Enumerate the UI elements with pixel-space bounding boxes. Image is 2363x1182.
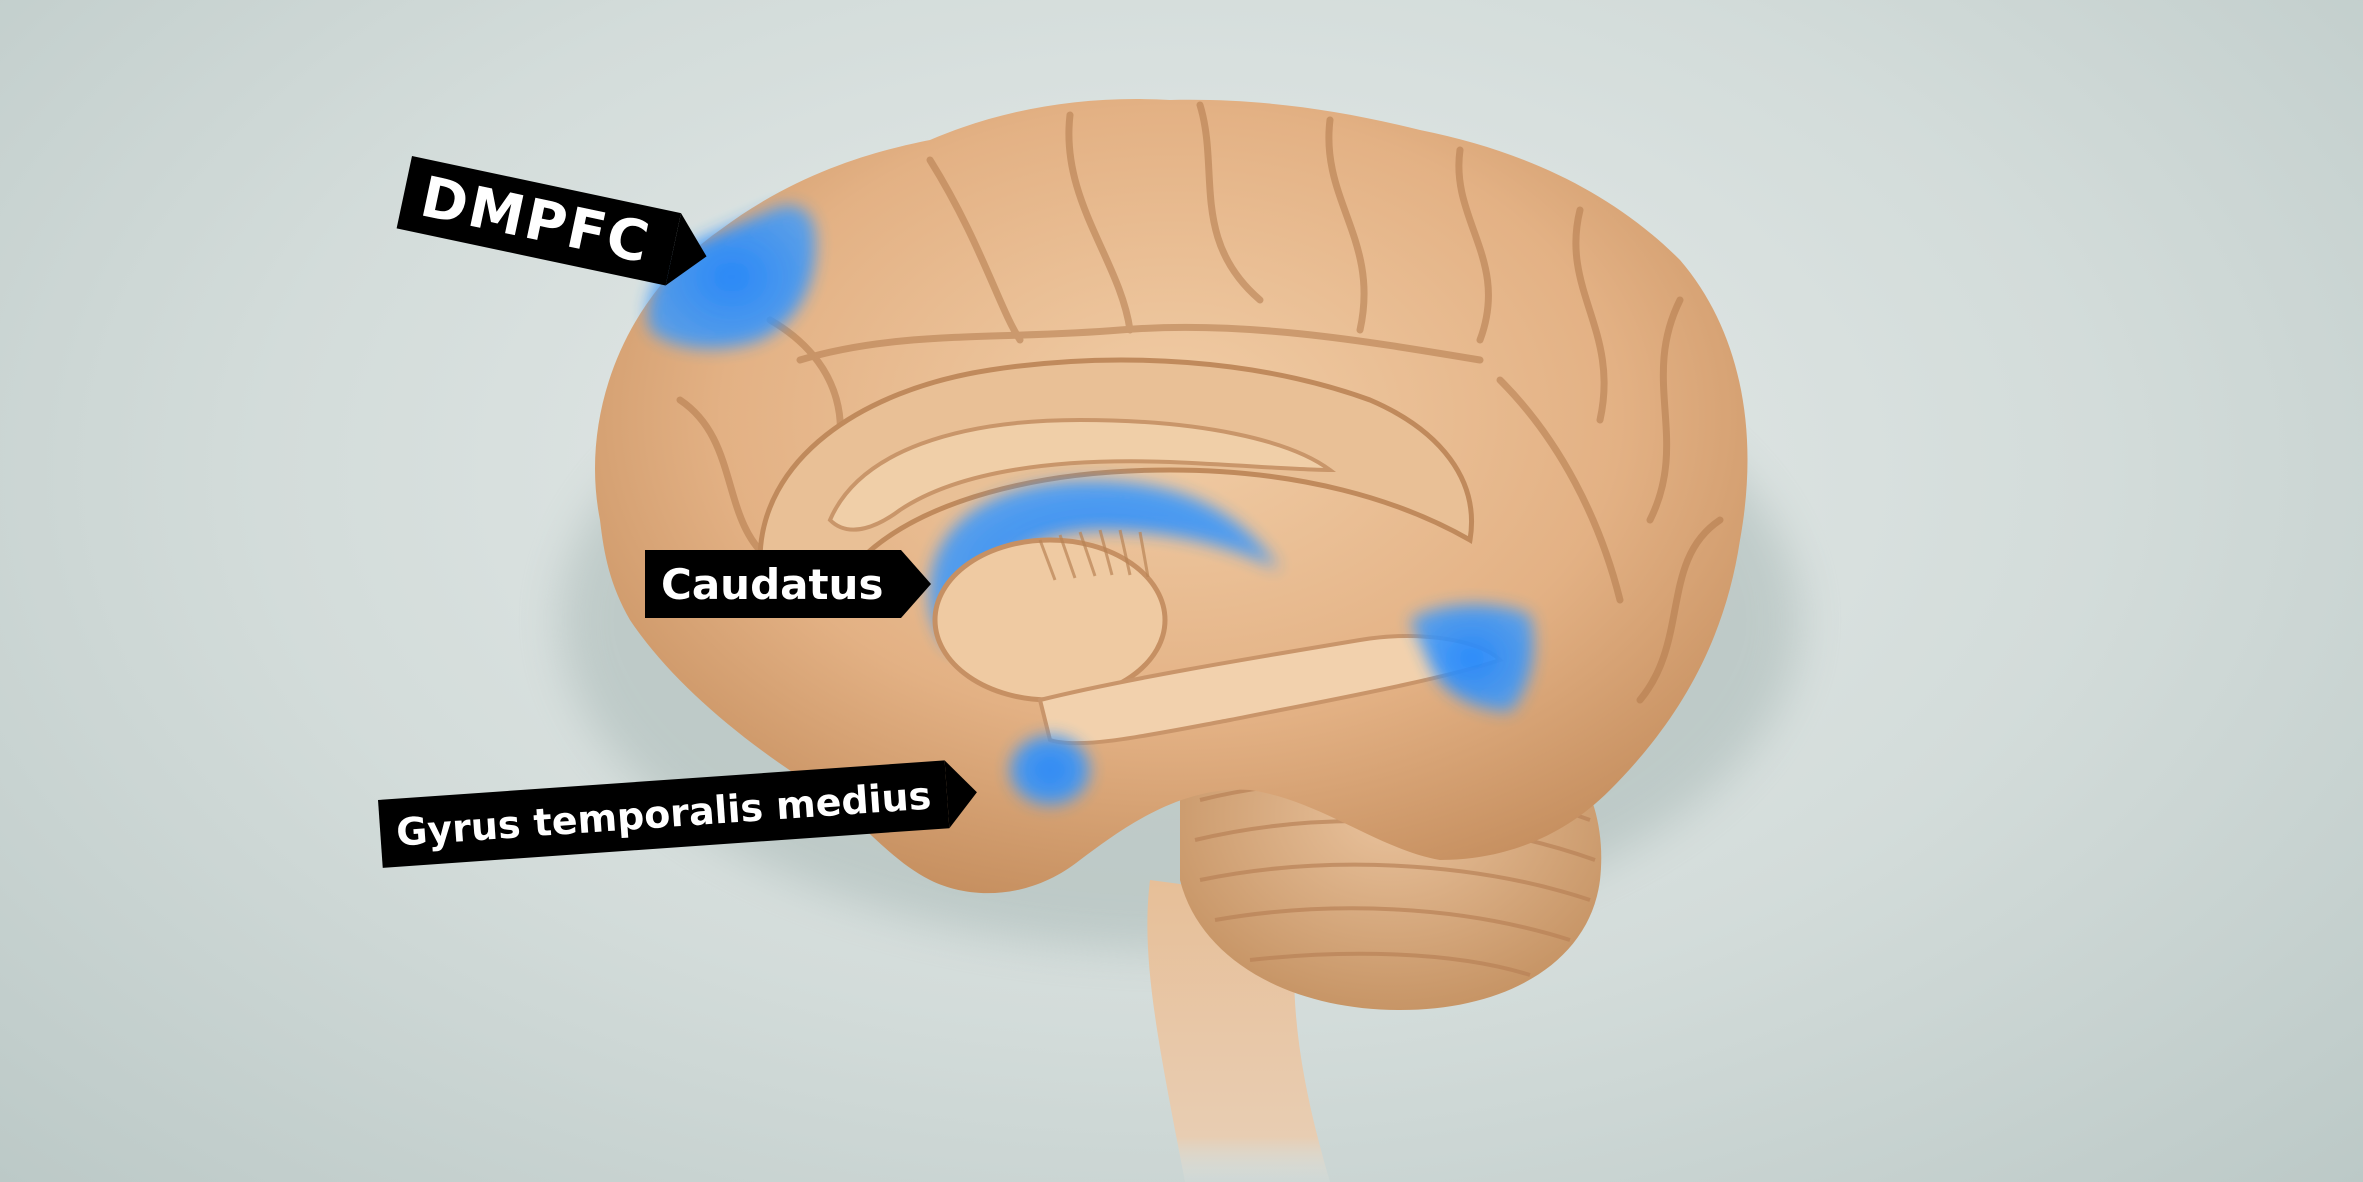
occipital-region <box>1410 604 1534 712</box>
label-pointer-icon <box>944 758 980 829</box>
fornix <box>1038 529 1150 581</box>
sulci <box>676 101 1724 704</box>
label-caudatus-text: Caudatus <box>661 559 884 609</box>
gyrus-temporalis-region <box>1010 735 1090 805</box>
dmpfc-region <box>647 205 816 349</box>
label-pointer-icon <box>901 550 932 618</box>
corpus-callosum <box>827 417 1337 532</box>
caudatus-region <box>929 480 1280 650</box>
